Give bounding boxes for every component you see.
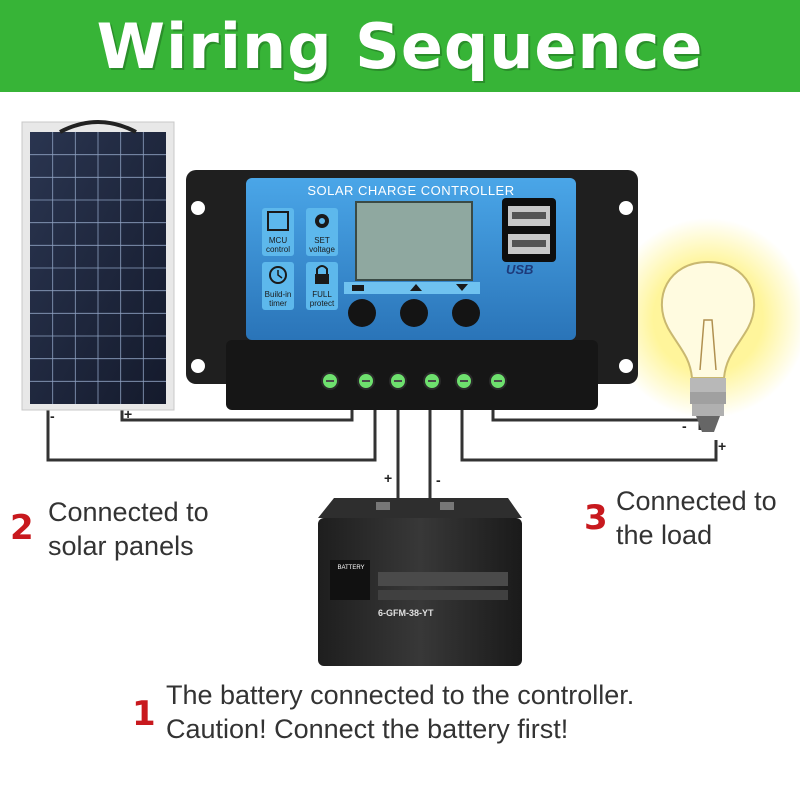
wire-load-negative [491, 408, 702, 430]
polarity-battery-pos: + [384, 470, 393, 486]
feature-key-set [306, 208, 338, 256]
wires [46, 408, 718, 505]
feature-key-timer [262, 262, 294, 310]
terminal-block [226, 340, 598, 410]
clock-icon [269, 266, 287, 284]
up-button[interactable] [400, 299, 428, 327]
usb-ports [502, 198, 556, 262]
page-title: Wiring Sequence [96, 9, 704, 83]
triangle-down-icon [456, 284, 468, 291]
step-1-label: The battery connected to the controller.… [166, 680, 635, 744]
polarity-load-neg: - [682, 418, 687, 434]
feature-key-mcu [262, 208, 294, 256]
battery-logo [330, 560, 370, 600]
usb-label: USB [506, 262, 534, 277]
feature-key-protect [306, 262, 338, 310]
polarity-panel-neg: - [50, 408, 55, 424]
polarity-battery-neg: - [436, 472, 441, 488]
wire-load-positive [460, 408, 718, 462]
charge-controller [186, 170, 638, 410]
down-button[interactable] [452, 299, 480, 327]
battery-terminal-neg [440, 502, 454, 510]
controller-title: SOLAR CHARGE CONTROLLER [307, 183, 515, 198]
mount-hole [619, 201, 633, 215]
menu-icon [352, 285, 364, 291]
triangle-up-icon [410, 284, 422, 291]
step-3-number: 3 [584, 498, 608, 538]
polarity-panel-pos: + [124, 406, 133, 422]
battery-brand: BATTERY [337, 565, 365, 571]
chip-icon [267, 211, 289, 231]
step-1-number: 1 [132, 694, 156, 734]
lcd-screen [355, 201, 473, 281]
menu-button[interactable] [348, 299, 376, 327]
title-banner: Wiring Sequence [0, 0, 800, 92]
battery [318, 498, 522, 666]
mount-hole [191, 201, 205, 215]
lock-icon [315, 274, 329, 284]
battery-terminal-pos [376, 502, 390, 510]
mount-hole [191, 359, 205, 373]
polarity-load-pos: + [718, 438, 727, 454]
light-bulb [608, 218, 800, 432]
wire-panel-negative [46, 408, 377, 462]
mount-hole [619, 359, 633, 373]
step-2-number: 2 [10, 508, 34, 548]
battery-model: 6-GFM-38-YT [378, 608, 434, 618]
wire-panel-positive [120, 408, 354, 422]
solar-panel [21, 120, 175, 411]
